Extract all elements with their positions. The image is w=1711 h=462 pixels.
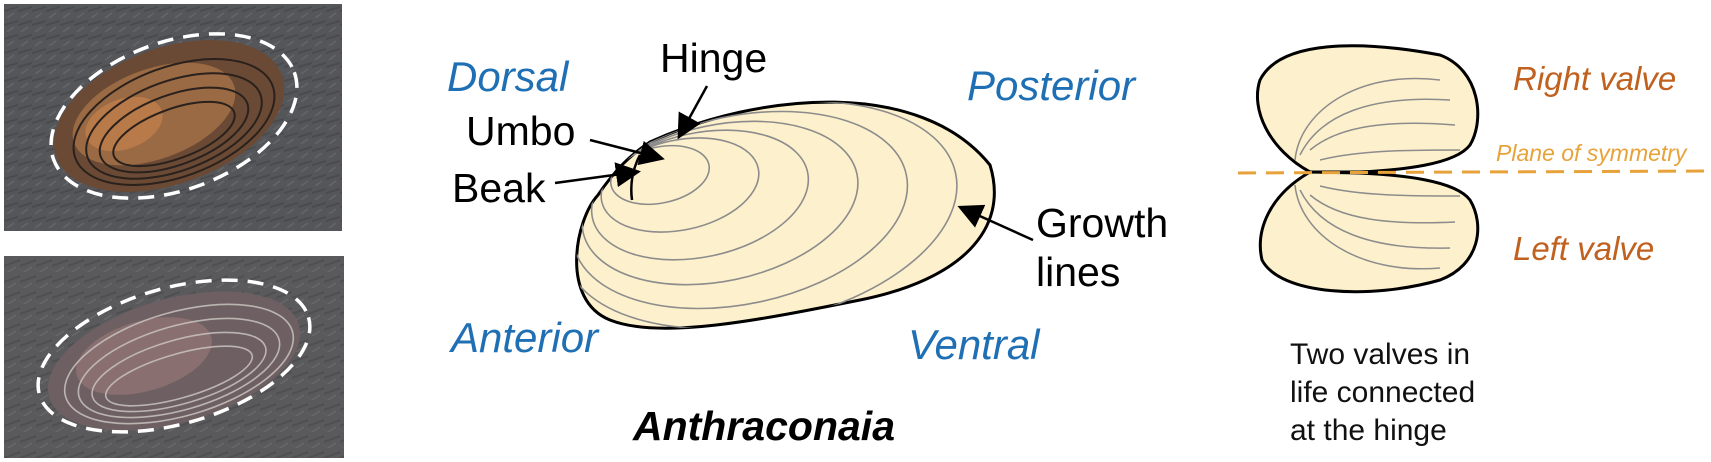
fossil-shell-image [53,40,285,192]
umbo-arrow [589,138,665,166]
label-right-valve: Right valve [1513,60,1677,97]
left-valve-shape [1258,170,1480,294]
label-lines: lines [1036,249,1121,295]
label-posterior: Posterior [967,62,1136,109]
hinge-arrow [677,85,709,140]
label-anterior: Anterior [451,314,599,361]
genus-label: Anthraconaia [633,403,895,449]
fossil-shell-image [47,291,301,431]
label-left-valve: Left valve [1513,230,1655,267]
right-valve-shape [1255,44,1480,174]
growth-lines-arrow [957,204,1034,242]
label-ventral: Ventral [908,321,1040,368]
two-valves-diagram [1237,44,1711,294]
caption-line: Two valves in [1290,338,1471,371]
beak-arrow [554,162,641,188]
fossil-photo-bottom [4,256,344,458]
outline-dashed [49,32,299,200]
label-dorsal: Dorsal [447,53,569,100]
valves-caption: Two valves in life connected at the hing… [1290,336,1510,450]
fossil-photo-top [4,4,342,231]
label-plane-of-symmetry: Plane of symmetry [1496,140,1687,166]
label-growth: Growth [1036,200,1169,246]
plane-of-symmetry-line [1237,169,1711,175]
label-beak: Beak [452,165,546,211]
label-umbo: Umbo [466,108,576,154]
caption-line: life connected [1290,376,1476,409]
label-hinge: Hinge [660,35,768,81]
caption-line: at the hinge [1290,414,1447,447]
